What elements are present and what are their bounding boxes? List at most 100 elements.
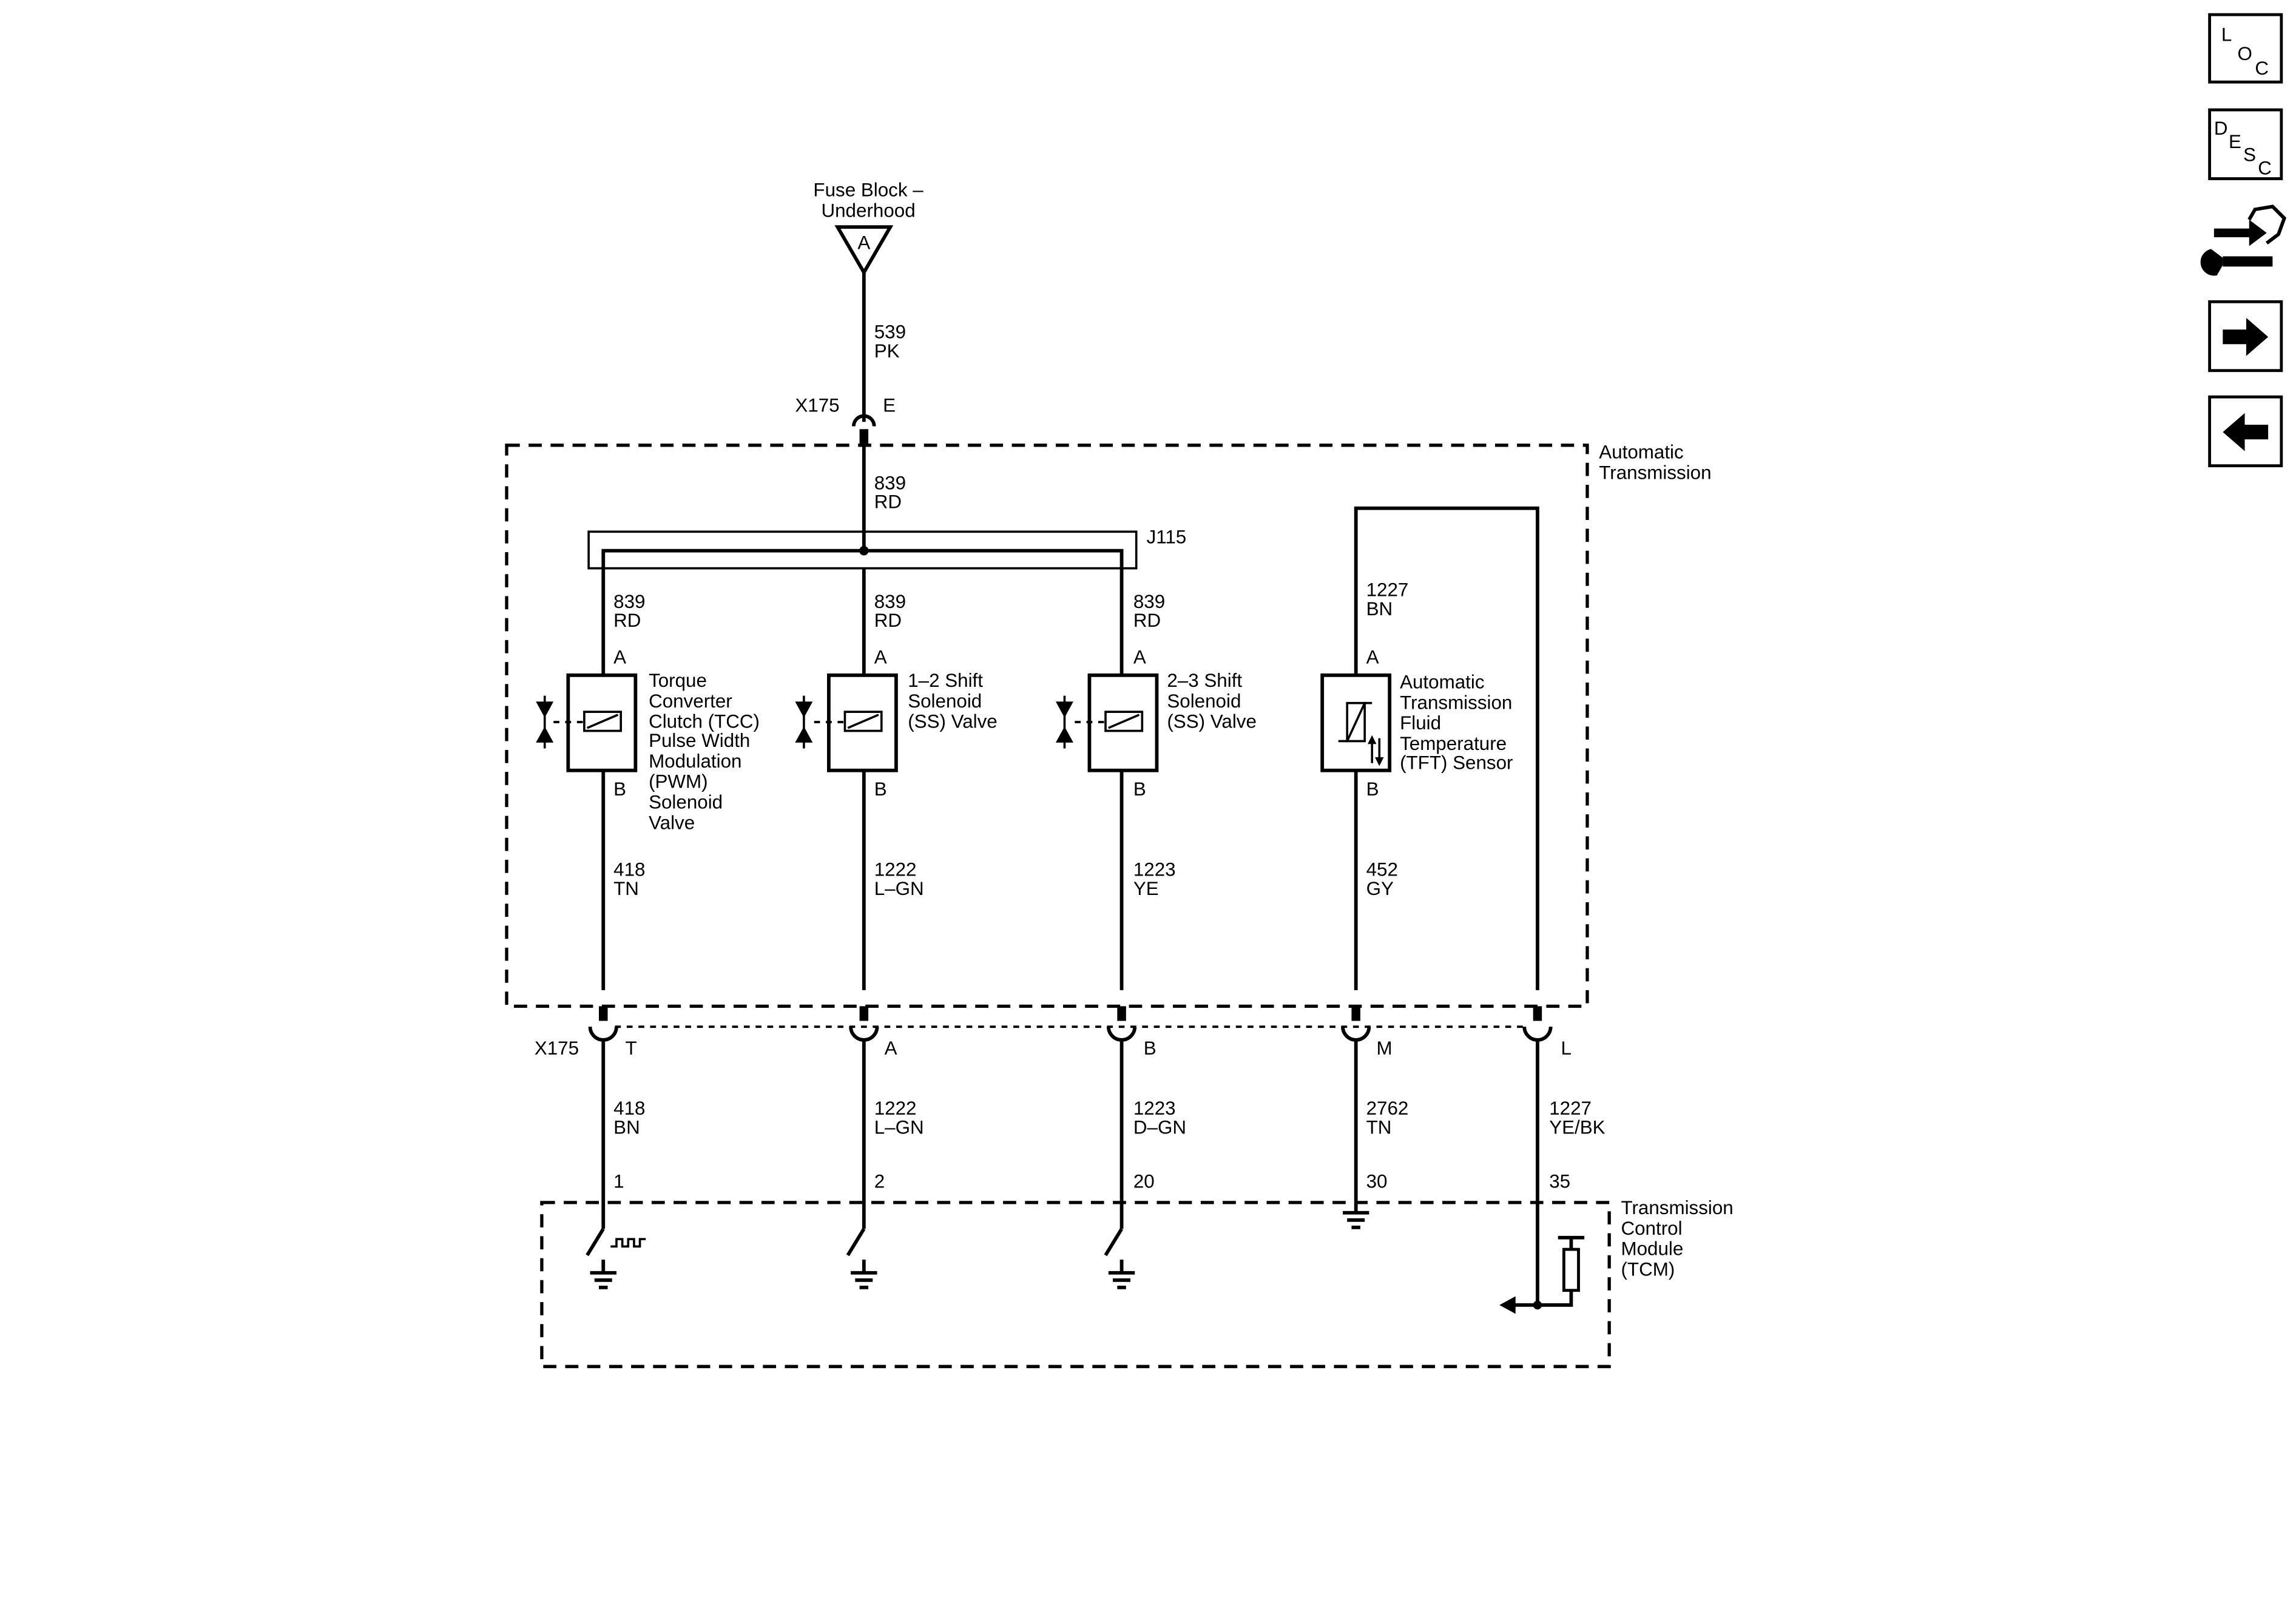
wire-839-branch2-color: RD xyxy=(874,610,902,631)
automatic-transmission-boundary xyxy=(505,444,1589,1008)
desc-letter-e: E xyxy=(2229,131,2241,152)
automatic-transmission-label-line2: Transmission xyxy=(1599,462,1711,483)
connector-repair-button[interactable] xyxy=(2200,204,2287,276)
x175-pin-b-label: B xyxy=(1144,1038,1156,1059)
ground-icon xyxy=(1108,1259,1135,1289)
loc-letter-l: L xyxy=(2221,24,2232,46)
connector-wrench-icon xyxy=(2200,204,2287,276)
wire-2762-color: TN xyxy=(1366,1116,1392,1138)
x175-pin-a: A xyxy=(849,1006,897,1059)
previous-page-button[interactable] xyxy=(2208,395,2283,468)
x175-pin-b: B xyxy=(1106,1006,1156,1059)
valve-icon xyxy=(795,695,813,749)
tft-label-line5: (TFT) Sensor xyxy=(1400,752,1513,773)
low-side-driver-pwm xyxy=(586,1227,646,1289)
x175-bottom-connector: X175 T A B M L xyxy=(535,1006,1572,1059)
low-side-driver-2 xyxy=(846,1227,877,1289)
wire-418-tn-color: TN xyxy=(613,878,639,899)
x175-top-label: X175 xyxy=(795,394,839,416)
splice-junction-dot xyxy=(859,545,869,556)
tcc-pin-b: B xyxy=(613,778,626,800)
tft-label-line2: Transmission xyxy=(1400,692,1512,713)
ground-icon xyxy=(1342,1210,1369,1229)
tcm-label-line3: Module xyxy=(1621,1238,1683,1260)
ss12-pin-a: A xyxy=(874,647,887,668)
desc-letter-c: C xyxy=(2258,157,2272,178)
wire-1227-yebk-circuit: 1227 xyxy=(1549,1098,1592,1119)
splice-j115-label: J115 xyxy=(1147,527,1187,548)
wire-839-branch1-circuit: 839 xyxy=(613,591,645,612)
tft-pin-a: A xyxy=(1366,647,1379,668)
valve-icon xyxy=(536,695,554,749)
tcc-label-line5: Modulation xyxy=(649,751,741,772)
wire-1222-low-circuit: 1222 xyxy=(874,1098,917,1119)
tcc-pin-a: A xyxy=(613,647,626,668)
ss23-label-line3: (SS) Valve xyxy=(1167,711,1257,732)
solenoid-coil-icon xyxy=(1104,711,1144,732)
loc-letter-o: O xyxy=(2237,43,2252,64)
loc-letter-c: C xyxy=(2255,58,2269,79)
x175-pin-l-label: L xyxy=(1561,1038,1572,1059)
wire-539-color: PK xyxy=(874,340,900,362)
wire-839-branch3-circuit: 839 xyxy=(1133,591,1165,612)
wire-418-bn-color: BN xyxy=(613,1116,640,1138)
automatic-transmission-label-line1: Automatic xyxy=(1599,442,1683,463)
desc-letter-s: S xyxy=(2243,144,2256,166)
shift-solenoid-2-3-branch: 839 RD A 2–3 Shift Solenoid (SS) Valve B… xyxy=(1055,591,1257,899)
ground-icon xyxy=(590,1259,616,1289)
fuse-block-label-line1: Fuse Block – xyxy=(813,179,923,200)
x175-pin-t: T xyxy=(588,1006,637,1059)
wire-839-branch1-color: RD xyxy=(613,610,641,631)
fuse-terminal-pin: A xyxy=(857,232,870,253)
tcc-label-line7: Solenoid xyxy=(649,791,723,812)
arrow-left-icon xyxy=(2223,413,2269,451)
wire-452-circuit: 452 xyxy=(1366,859,1398,880)
next-page-button[interactable] xyxy=(2208,300,2283,373)
ss23-pin-a: A xyxy=(1133,647,1146,668)
wire-839-trunk-color: RD xyxy=(874,491,902,513)
tft-label-line3: Fluid xyxy=(1400,712,1441,734)
ss23-label-line1: 2–3 Shift xyxy=(1167,670,1242,691)
connector-female-arc xyxy=(852,414,876,427)
tcc-label-line3: Clutch (TCC) xyxy=(649,711,760,732)
wire-1223-mid-circuit: 1223 xyxy=(1133,859,1176,880)
wire-1222-low-color: L–GN xyxy=(874,1116,924,1138)
description-button[interactable]: D E S C xyxy=(2208,108,2283,180)
tcc-label-line1: Torque xyxy=(649,670,707,691)
ss12-label-line1: 1–2 Shift xyxy=(908,670,983,691)
tft-sensor-branch: 1227 BN A Automatic Transmission Fluid T… xyxy=(1320,506,1539,990)
thermistor-icon xyxy=(1338,701,1384,766)
x175-top-connector: X175 E xyxy=(795,394,896,444)
tft-pin-b: B xyxy=(1366,778,1379,800)
wire-1222-mid-color: L–GN xyxy=(874,878,924,899)
wire-1223-low-circuit: 1223 xyxy=(1133,1098,1176,1119)
connector-male-pin xyxy=(859,429,869,444)
tcc-pwm-solenoid-branch: 839 RD A Torque Converter Clutch (TCC) P… xyxy=(536,591,760,899)
tcm-boundary xyxy=(540,1201,1611,1368)
pwm-signal-icon xyxy=(610,1238,646,1248)
ss12-pin-b: B xyxy=(874,778,887,800)
shift-solenoid-1-2-branch: 839 RD A 1–2 Shift Solenoid (SS) Valve B… xyxy=(795,568,998,990)
wire-1227-yebk-color: YE/BK xyxy=(1549,1116,1605,1138)
wire-1223-low-color: D–GN xyxy=(1133,1116,1186,1138)
wire-418-bn-circuit: 418 xyxy=(613,1098,645,1119)
tcm-pin-30: 30 xyxy=(1366,1171,1388,1192)
valve-icon xyxy=(1055,695,1073,749)
wire-2762-circuit: 2762 xyxy=(1366,1098,1409,1119)
x175-pin-a-label: A xyxy=(885,1038,897,1059)
wire-418-tn-circuit: 418 xyxy=(613,859,645,880)
x175-pin-t-label: T xyxy=(625,1038,636,1059)
tcc-label-line6: (PWM) xyxy=(649,771,708,792)
tcm-pin-35: 35 xyxy=(1549,1171,1570,1192)
wire-1227-bn-color: BN xyxy=(1366,598,1393,619)
fuse-terminal-triangle xyxy=(834,225,894,276)
location-button[interactable]: L O C xyxy=(2208,13,2283,84)
resistor-icon xyxy=(1562,1247,1580,1292)
wire-839-branch2-circuit: 839 xyxy=(874,591,906,612)
tcc-label-line8: Valve xyxy=(649,812,695,833)
tcm-label-line4: (TCM) xyxy=(1621,1259,1675,1280)
wire-1223-mid-color: YE xyxy=(1133,878,1159,899)
tcm-pin-20: 20 xyxy=(1133,1171,1155,1192)
wire-539-circuit: 539 xyxy=(874,322,906,343)
